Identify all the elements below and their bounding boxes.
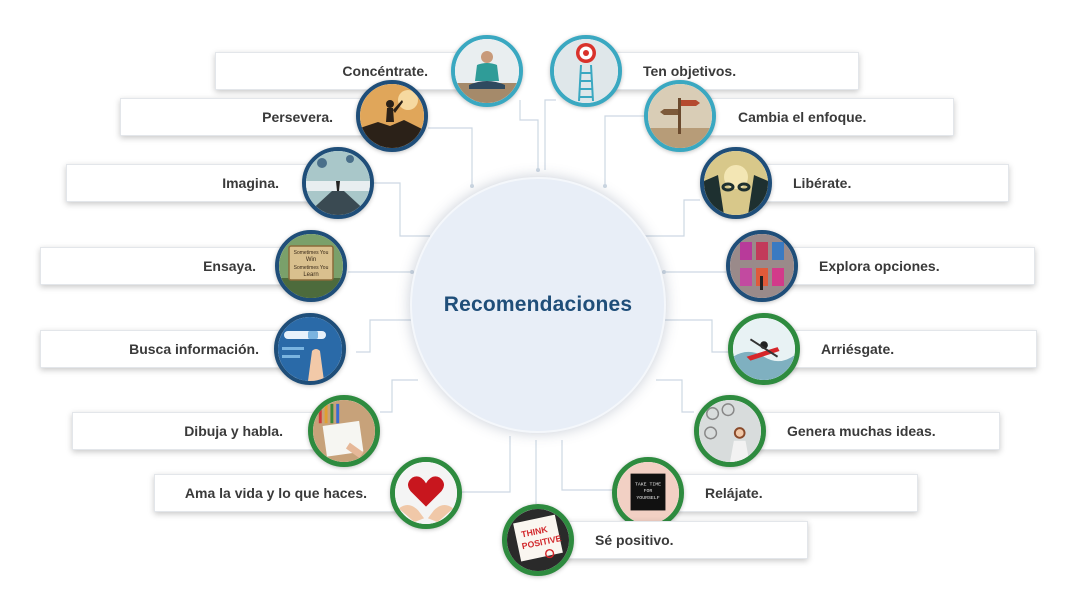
item-label: Dibuja y habla. [184,423,283,439]
item-persevere[interactable]: Persevera. [120,98,382,136]
svg-text:TAKE TIME: TAKE TIME [635,481,661,487]
item-love-life[interactable]: Ama la vida y lo que haces. [154,474,416,512]
signpost-photo-icon [644,80,716,152]
item-label: Ten objetivos. [643,63,737,79]
svg-text:Sometimes You: Sometimes You [294,250,329,256]
item-draw-and-talk[interactable]: Dibuja y habla. [72,412,332,450]
center-hub: Recomendaciones [410,177,666,433]
item-label: Arriésgate. [821,341,895,357]
target-ladder-photo-icon [550,35,622,107]
item-label: Libérate. [793,175,852,191]
item-explore-options[interactable]: Explora opciones. [770,247,1035,285]
item-label: Concéntrate. [342,63,428,79]
item-be-positive[interactable]: Sé positivo. [546,521,808,559]
item-goals[interactable]: Ten objetivos. [594,52,859,90]
item-imagine[interactable]: Imagina. [66,164,328,202]
item-label: Cambia el enfoque. [738,109,867,125]
lightbulbs-photo-icon [694,395,766,467]
item-concentrate[interactable]: Concéntrate. [215,52,477,90]
heart-hands-photo-icon [390,457,462,529]
item-rehearse[interactable]: Ensaya. [40,247,305,285]
svg-text:Sometimes You: Sometimes You [294,265,329,271]
item-label: Imagina. [222,175,279,191]
item-generate-ideas[interactable]: Genera muchas ideas. [738,412,1000,450]
item-label: Ama la vida y lo que haces. [184,485,367,501]
item-free-yourself[interactable]: Libérate. [744,164,1009,202]
item-label: Busca información. [129,341,259,357]
svg-text:Learn: Learn [303,272,318,278]
item-label: Genera muchas ideas. [787,423,936,439]
doors-photo-icon [726,230,798,302]
item-relax[interactable]: Relájate. [656,474,918,512]
item-label: Sé positivo. [595,532,674,548]
climber-photo-icon [356,80,428,152]
kayak-photo-icon [728,313,800,385]
item-label: Ensaya. [203,258,256,274]
item-label: Relájate. [705,485,763,501]
search-screen-photo-icon [274,313,346,385]
center-title: Recomendaciones [443,293,633,316]
svg-text:YOURSELF: YOURSELF [636,495,659,501]
item-take-risks[interactable]: Arriésgate. [772,330,1037,368]
item-label: Explora opciones. [819,258,940,274]
item-seek-information[interactable]: Busca información. [40,330,308,368]
sketchbook-photo-icon [308,395,380,467]
item-change-focus[interactable]: Cambia el enfoque. [689,98,954,136]
meditation-photo-icon [451,35,523,107]
item-label: Persevera. [262,109,333,125]
svg-text:FOR: FOR [644,488,653,494]
broken-chain-photo-icon [700,147,772,219]
svg-text:Win: Win [306,257,316,263]
balloons-photo-icon [302,147,374,219]
